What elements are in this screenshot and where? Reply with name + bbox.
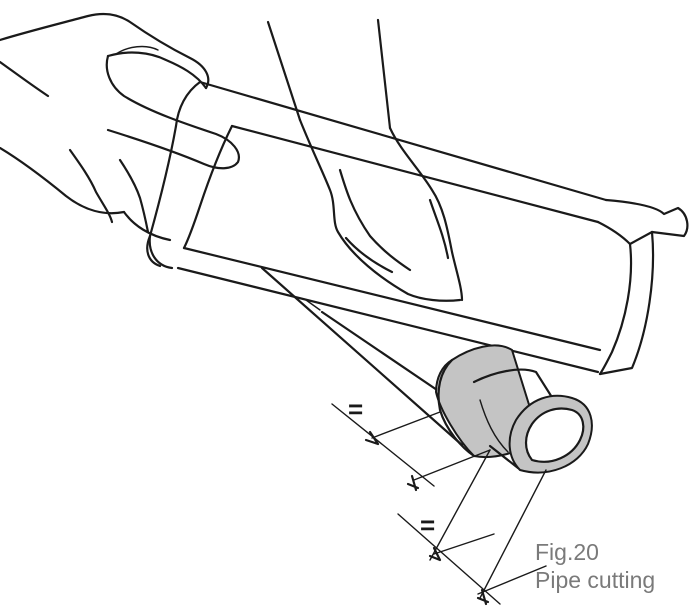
dimension-lines — [331, 403, 547, 606]
dimension-arrow-lower-2 — [476, 588, 490, 606]
figure-caption: Fig.20 Pipe cutting — [535, 538, 655, 594]
dimension-arrow-upper-1 — [364, 430, 380, 446]
dimension-arrow-upper-2 — [406, 474, 420, 492]
dimension-equal-mark-lower: = — [420, 510, 435, 540]
dimension-arrow-lower-1 — [428, 546, 442, 562]
figure-title: Pipe cutting — [535, 567, 656, 593]
dimension-equal-mark-upper: = — [348, 394, 363, 424]
hacksaw — [146, 80, 689, 376]
holding-hand — [298, 118, 464, 302]
figure-number: Fig.20 — [535, 539, 599, 565]
pipe-end — [472, 368, 593, 474]
cutting-hand — [0, 12, 240, 242]
holding-arm — [266, 18, 392, 130]
